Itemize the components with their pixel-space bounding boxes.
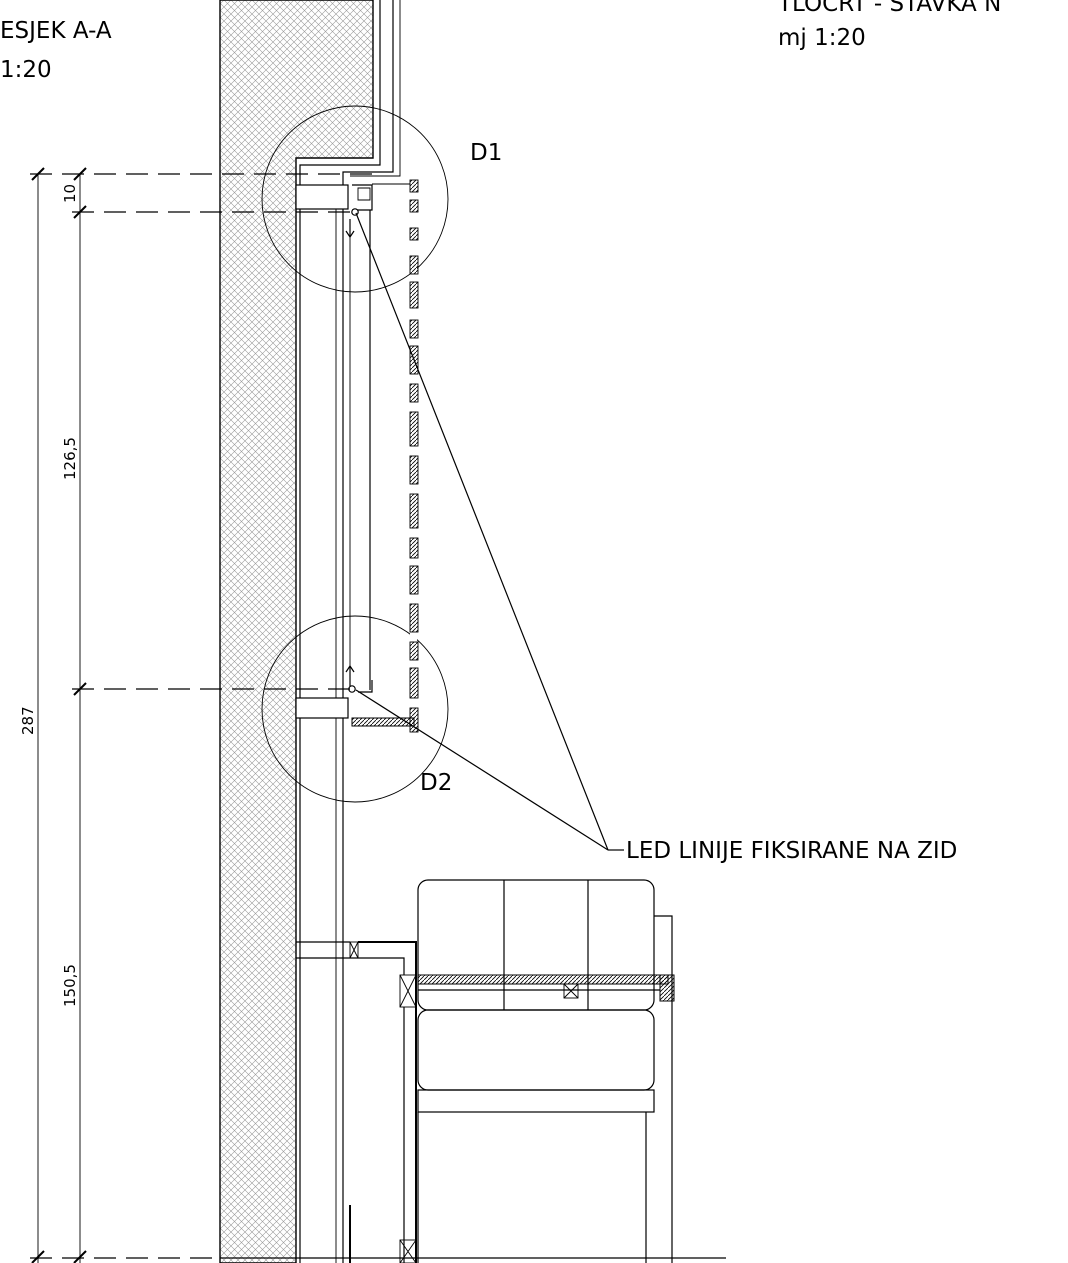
dim-top: 10 bbox=[61, 184, 79, 203]
wall-slats bbox=[409, 179, 419, 733]
detail-label-d1: D1 bbox=[470, 140, 502, 166]
dim-total: 287 bbox=[19, 706, 37, 735]
plan-scale: mj 1:20 bbox=[778, 25, 866, 51]
callout-leaders bbox=[355, 212, 624, 851]
bench-board bbox=[417, 974, 675, 1002]
detail-label-d2: D2 bbox=[420, 770, 452, 796]
dim-bottom: 150,5 bbox=[61, 964, 79, 1007]
dimension-lines bbox=[30, 167, 380, 1263]
led-callout-text: LED LINIJE FIKSIRANE NA ZID bbox=[626, 838, 957, 864]
section-scale: 1:20 bbox=[0, 57, 52, 83]
lower-cabinet bbox=[296, 941, 417, 1263]
lower-bracket bbox=[295, 664, 415, 727]
back-panel bbox=[349, 210, 371, 690]
dim-middle: 126,5 bbox=[61, 437, 79, 480]
plan-title: TLOCRT - STAVKA N bbox=[777, 0, 1001, 17]
upper-bracket bbox=[295, 183, 414, 239]
detail-circle-d2 bbox=[261, 615, 449, 803]
detail-circle-d1 bbox=[261, 105, 449, 293]
sofa bbox=[417, 879, 673, 1263]
section-title: ESJEK A-A bbox=[0, 18, 112, 44]
wall-section bbox=[219, 0, 374, 1263]
